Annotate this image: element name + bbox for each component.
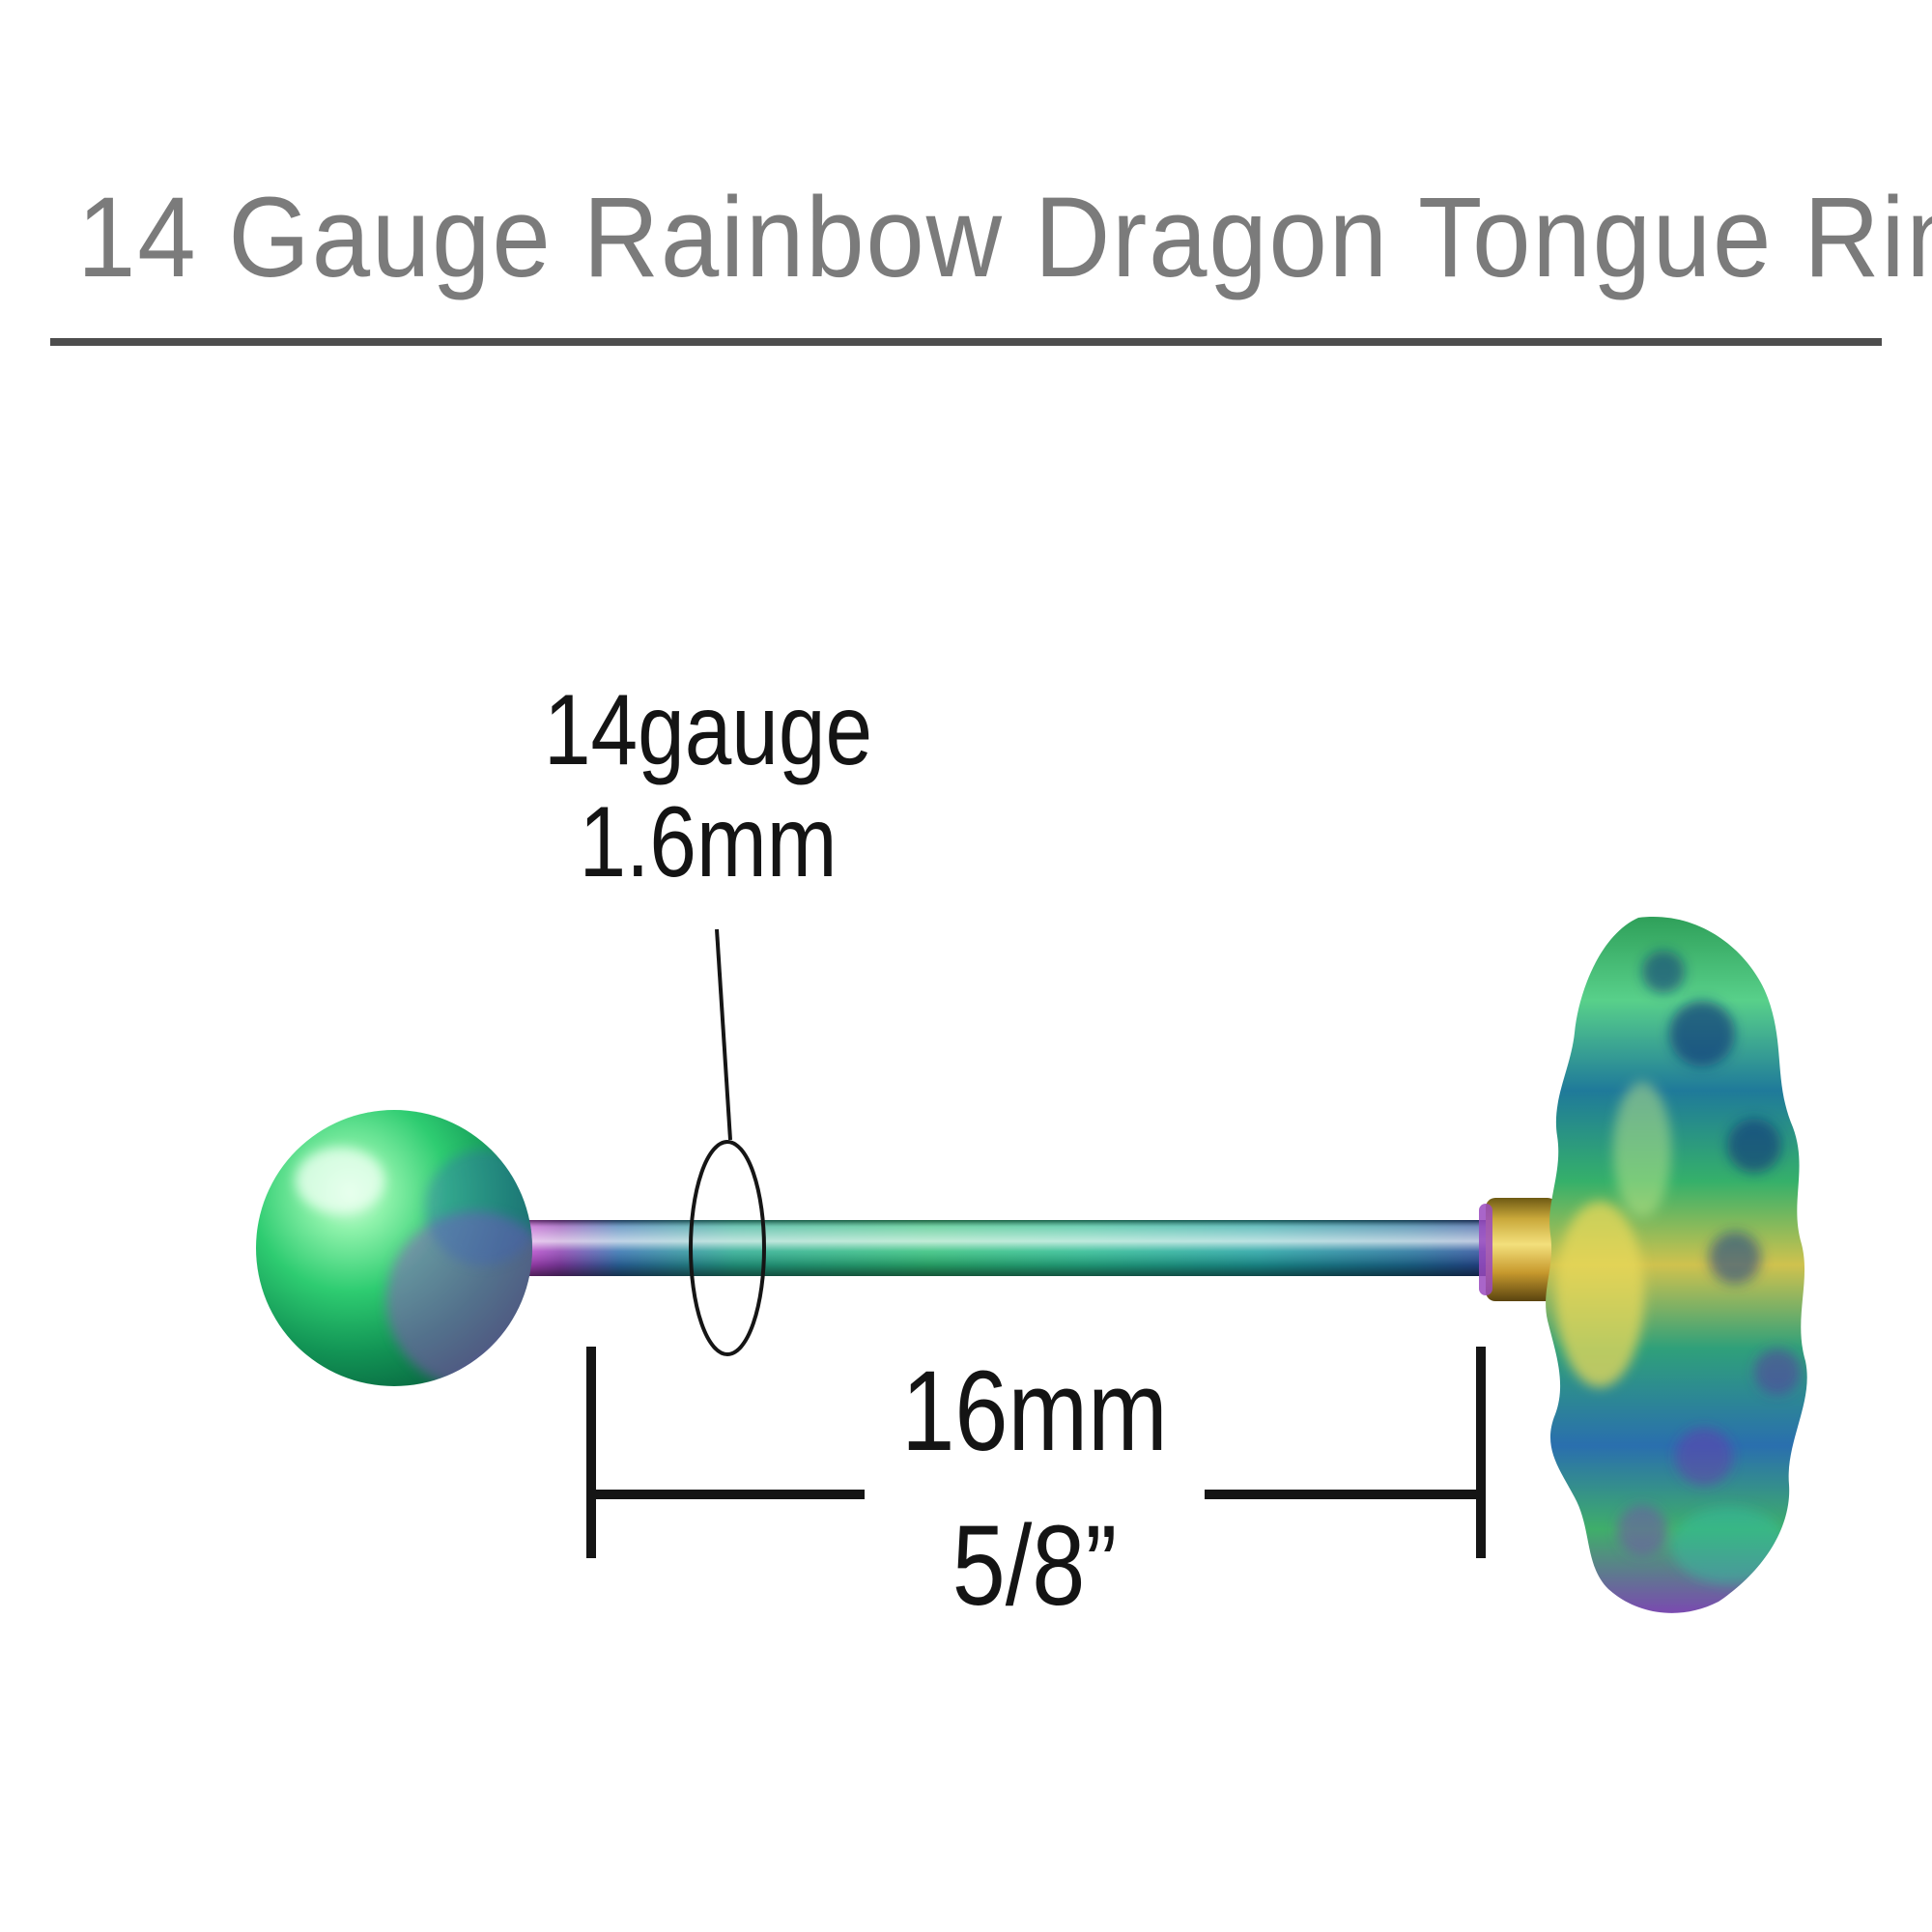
length-mm-label: 16mm bbox=[901, 1348, 1168, 1475]
barbell-ball bbox=[256, 1110, 532, 1386]
title-underline bbox=[50, 338, 1882, 346]
dimension-lines bbox=[586, 1347, 1486, 1558]
gold-collar bbox=[1479, 1198, 1557, 1301]
gauge-mm-label: 1.6mm bbox=[579, 786, 838, 899]
gauge-annotation: 14gauge 1.6mm bbox=[544, 674, 872, 899]
barbell-shaft bbox=[522, 1220, 1491, 1276]
page-title: 14 Gauge Rainbow Dragon Tongue Ring bbox=[77, 174, 1932, 301]
gauge-ellipse-callout bbox=[689, 1140, 766, 1356]
gauge-leader-line bbox=[715, 928, 732, 1141]
dragon-charm bbox=[1546, 917, 1807, 1613]
length-inch-label: 5/8” bbox=[952, 1502, 1118, 1630]
gauge-label: 14gauge bbox=[543, 674, 873, 786]
